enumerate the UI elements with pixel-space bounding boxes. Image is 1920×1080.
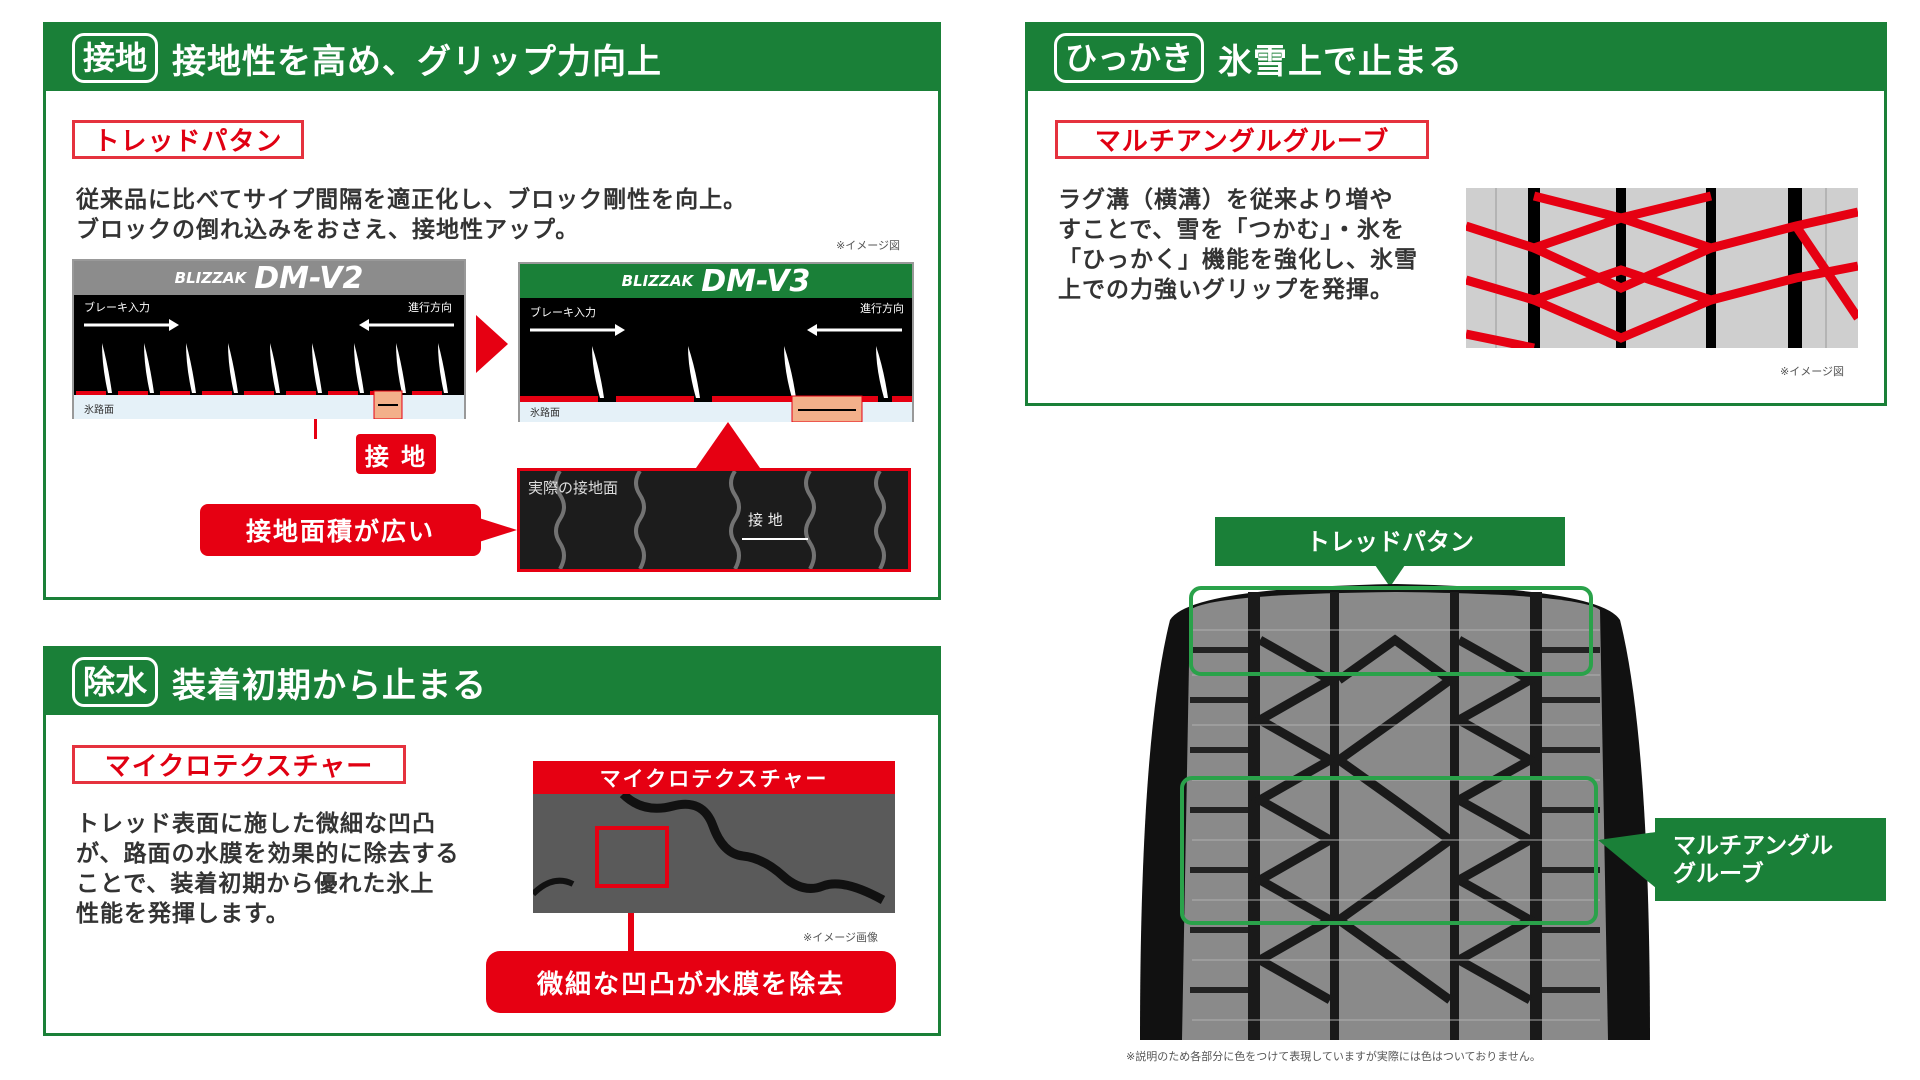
dm-v2-model: DM-V2: [254, 260, 364, 296]
grip-title: 接地性を高め、グリップ力向上: [172, 41, 663, 82]
scratch-description: ラグ溝（横溝）を従来より増や すことで、雪を「つかむ」・氷を 「ひっかく」機能を…: [1058, 187, 1418, 303]
multi-angle-groove-label: マルチアングル グルーブ: [1655, 818, 1886, 901]
dm-v2-direction-label: 進行方向: [408, 301, 452, 314]
micro-texture-photo-header: マイクロテクスチャー: [533, 761, 895, 794]
dm-v3-header: BLIZZAK DM-V3: [520, 263, 912, 299]
micro-texture-tag: マイクロテクスチャー: [72, 745, 406, 784]
next-arrow-icon: [476, 315, 508, 373]
water-title: 装着初期から止まる: [172, 665, 488, 706]
water-badge: 除水: [72, 657, 159, 707]
groove-label-pointer: [1598, 832, 1656, 888]
water-panel-header: 除水 装着初期から止まる: [46, 649, 938, 715]
micro-texture-connector: [628, 913, 634, 955]
grip-image-note: ※イメージ図: [836, 239, 900, 252]
scratch-badge: ひっかき: [1054, 33, 1205, 83]
water-image-note: ※イメージ画像: [803, 931, 878, 944]
dm-v3-brand: BLIZZAK: [621, 272, 694, 290]
dm-v2-sipes: [74, 319, 464, 419]
contact-photo: 実際の接地面 接 地: [517, 468, 911, 572]
contact-photo-texture: [554, 471, 886, 569]
water-removal-callout: 微細な凹凸が水膜を除去: [486, 951, 896, 1013]
micro-texture-image: [533, 794, 895, 913]
scratch-title: 氷雪上で止まる: [1218, 41, 1464, 82]
tread-pattern-label: トレッドパタン: [1215, 517, 1565, 566]
dm-v3-direction-label: 進行方向: [860, 302, 904, 315]
scratch-panel: ひっかき 氷雪上で止まる マルチアングルグルーブ ラグ溝（横溝）を従来より増や …: [1025, 22, 1887, 406]
dm-v2-road-label: 氷路面: [84, 405, 114, 416]
photo-pointer: [696, 422, 760, 468]
contact-photo-label: 実際の接地面: [528, 479, 619, 497]
dm-v3-road-label: 氷路面: [530, 408, 560, 419]
multi-angle-groove-tag: マルチアングルグルーブ: [1055, 120, 1429, 159]
contact-tag: 接 地: [356, 434, 436, 474]
tread-pattern-tag: トレッドパタン: [72, 120, 304, 159]
water-panel: 除水 装着初期から止まる マイクロテクスチャー トレッド表面に施した微細な凹凸 …: [43, 646, 941, 1036]
dm-v3-brake-label: ブレーキ入力: [530, 306, 596, 319]
water-description: トレッド表面に施した微細な凹凸 が、路面の水膜を効果的に除去する ことで、装着初…: [76, 811, 460, 927]
grip-badge: 接地: [72, 33, 159, 83]
contact-area-callout: 接地面積が広い: [200, 504, 481, 556]
contact-connector: [314, 419, 317, 439]
dm-v3-model: DM-V3: [701, 263, 811, 299]
dm-v3-diagram: BLIZZAK DM-V3 ブレーキ入力 進行方向 氷路面: [518, 262, 914, 422]
groove-diagram: [1466, 188, 1858, 348]
tread-label-pointer: [1375, 565, 1405, 587]
dm-v2-diagram: BLIZZAK DM-V2 ブレーキ入力 進行方向 氷路面: [72, 259, 466, 419]
grip-panel-header: 接地 接地性を高め、グリップ力向上: [46, 25, 938, 91]
dm-v3-sipes: [520, 324, 912, 422]
scratch-panel-header: ひっかき 氷雪上で止まる: [1028, 25, 1884, 91]
callout-pointer: [479, 518, 517, 542]
micro-texture-photo: マイクロテクスチャー: [533, 761, 895, 913]
contact-photo-contact: 接 地: [748, 511, 783, 529]
tire-footnote: ※説明のため各部分に色をつけて表現していますが実際には色はついておりません。: [1126, 1050, 1541, 1063]
dm-v2-header: BLIZZAK DM-V2: [74, 260, 464, 296]
grip-description: 従来品に比べてサイプ間隔を適正化し、ブロック剛性を向上。 ブロックの倒れ込みをお…: [76, 187, 748, 243]
dm-v2-brand: BLIZZAK: [174, 269, 247, 287]
scratch-image-note: ※イメージ図: [1780, 365, 1844, 378]
grip-panel: 接地 接地性を高め、グリップ力向上 トレッドパタン 従来品に比べてサイプ間隔を適…: [43, 22, 941, 600]
dm-v2-brake-label: ブレーキ入力: [84, 301, 150, 314]
tire-image: [1140, 584, 1650, 1040]
